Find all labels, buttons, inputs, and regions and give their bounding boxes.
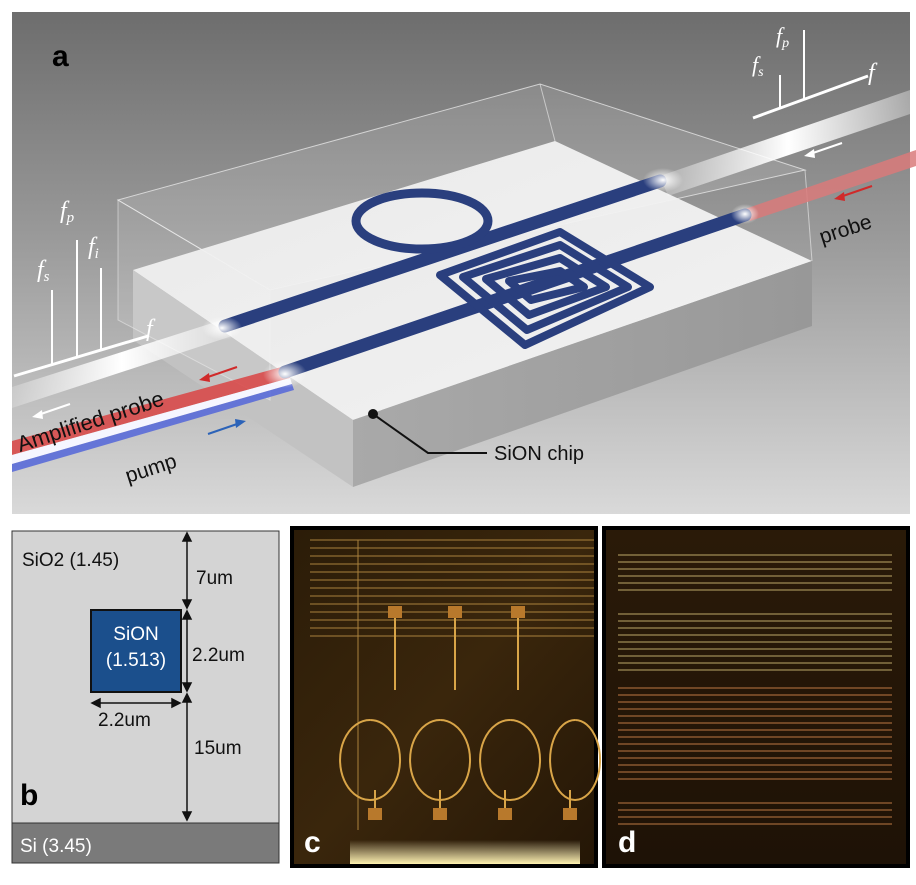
dim-top-label: 7um xyxy=(196,568,233,589)
spectrum-right-fs-label: fs xyxy=(752,52,764,80)
panel-d: d xyxy=(602,526,910,868)
micrograph-d-lines xyxy=(618,554,892,671)
panel-a-label: a xyxy=(52,40,69,73)
panel-c: c xyxy=(290,526,602,868)
spectrum-left-axis-label: f xyxy=(146,316,156,342)
substrate-label: Si (3.45) xyxy=(20,836,92,857)
spectrum-left xyxy=(13,240,149,378)
spiral-waveguide xyxy=(436,228,654,349)
bus-waveguide-upper xyxy=(218,174,667,333)
core-label-line2: (1.513) xyxy=(106,650,166,671)
chip-pointer-line xyxy=(372,413,487,454)
facet-glow-2 xyxy=(263,360,307,388)
beam-red-left xyxy=(12,366,290,455)
arrow-white-left xyxy=(32,403,71,419)
beam-red-right xyxy=(745,150,916,221)
core-region xyxy=(90,609,182,693)
arrow-red-right xyxy=(834,185,873,201)
micrograph-c-lines xyxy=(310,539,594,830)
core-label-line1: SiON xyxy=(113,624,158,645)
dim-height-label: 2.2um xyxy=(192,645,245,666)
cladding-left xyxy=(117,199,271,401)
facet-glow-1 xyxy=(202,316,242,340)
micrograph-c-edge-glow xyxy=(350,840,580,864)
spectrum-left-fs-label: fs xyxy=(37,257,50,285)
arrow-white-right xyxy=(804,142,843,158)
spectrum-right-fp-label: fp xyxy=(776,23,789,51)
panel-d-label: d xyxy=(618,826,636,859)
dimension-arrows xyxy=(90,531,193,822)
cladding-label: SiO2 (1.45) xyxy=(22,550,119,571)
panel-a: fp fs f fp fs fi f xyxy=(12,12,916,514)
ring-resonator xyxy=(351,188,493,254)
spectrum-right xyxy=(752,30,869,120)
chip-right-face xyxy=(353,261,812,487)
dim-bottom-label: 15um xyxy=(194,738,242,759)
spectrum-left-axis xyxy=(13,334,149,378)
spectrum-left-fp-label: fp xyxy=(60,198,75,226)
beam-white-right xyxy=(660,88,916,196)
chip-label: SiON chip xyxy=(494,443,584,465)
beam-pump-left xyxy=(12,384,294,472)
micrograph-c-rings xyxy=(339,615,602,820)
spectrum-left-fi-label: fi xyxy=(88,234,99,262)
panel-c-label: c xyxy=(304,826,321,859)
arrow-pump xyxy=(207,419,246,435)
micrograph-c-pads xyxy=(368,606,577,820)
spectrum-right-axis-label: f xyxy=(868,60,878,86)
facet-glow-3 xyxy=(643,168,683,192)
dim-width-label: 2.2um xyxy=(98,710,151,731)
bus-waveguide-lower xyxy=(278,208,752,379)
substrate-region xyxy=(11,822,280,864)
facet-glow-4 xyxy=(731,204,759,224)
micrograph-d xyxy=(602,526,910,868)
beam-white-left xyxy=(12,318,232,408)
panel-b-label: b xyxy=(20,779,38,812)
micrograph-d-lines-orange xyxy=(618,687,892,825)
spectrum-right-axis xyxy=(752,74,869,120)
panel-b: SiON (1.513) SiO2 (1.45) Si (3.45) b 7um… xyxy=(11,530,280,864)
arrow-red-left xyxy=(199,366,238,382)
beam-white-mid xyxy=(12,378,292,464)
